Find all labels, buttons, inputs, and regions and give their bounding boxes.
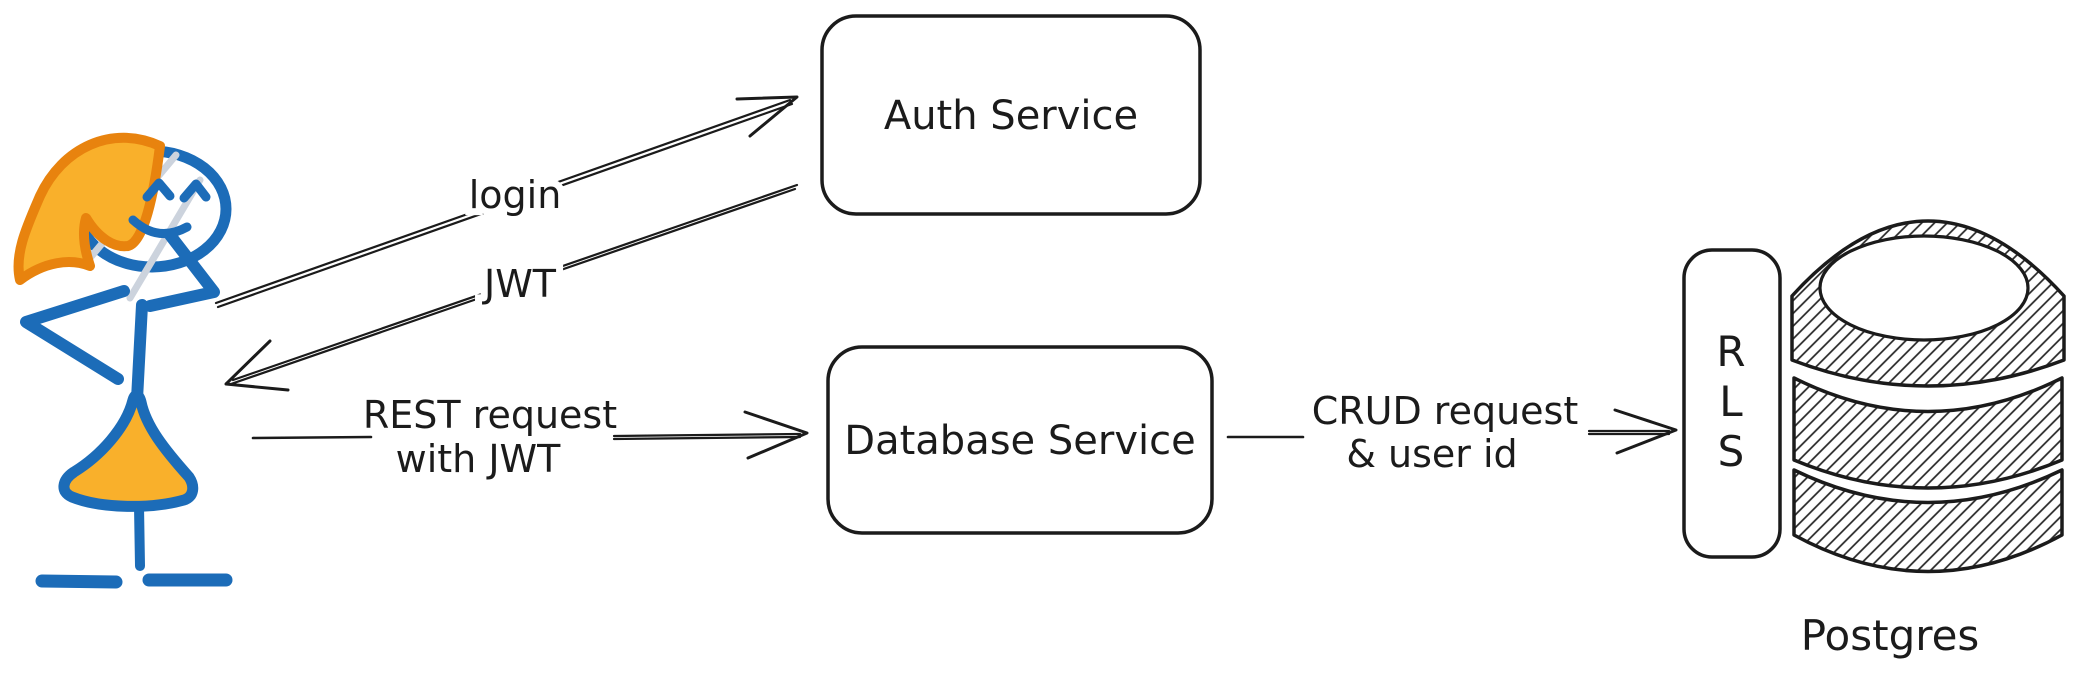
jwt-arrow [224,183,799,392]
actor-dress [58,389,199,512]
auth-service-label: Auth Service [884,93,1138,139]
actor-smile [128,215,192,239]
actor-hair [13,132,165,285]
rest-arrowhead [743,410,809,460]
rls-box [1682,248,1782,559]
rls-node: R L S [1682,248,1782,559]
actor-leg [134,501,145,571]
login-arrowhead [735,95,799,138]
postgres-db-bottom-band [1792,468,2064,574]
rest-request-label-line2: with JWT [396,437,561,481]
jwt-arrow-label: JWT [482,262,557,306]
actor-left-arm [20,285,130,385]
auth-service-node: Auth Service [820,14,1202,216]
actor-left-eye [142,178,175,202]
login-arrow-label: login [469,173,562,217]
rest-request-arrow [251,410,809,460]
actor-right-arm [144,229,220,312]
database-service-node: Database Service [826,345,1214,535]
database-service-box [826,345,1214,535]
postgres-db-opening [1818,234,2030,342]
crud-arrowhead [1613,408,1678,455]
rls-letter-s: S [1718,427,1745,476]
crud-request-arrow [1226,408,1678,455]
rls-letter-r: R [1716,327,1745,376]
postgres-db-middle-band [1792,376,2064,490]
user-actor-icon [13,132,233,589]
crud-request-label-line2: & user id [1346,432,1517,476]
actor-right-eye [179,179,211,203]
rest-request-label-line1: REST request [363,393,617,437]
postgres-database-icon [1790,219,2066,574]
login-arrow [214,95,799,309]
crud-request-label-line1: CRUD request [1312,389,1579,433]
postgres-label: Postgres [1801,611,1980,660]
rls-letter-l: L [1719,377,1743,426]
database-service-label: Database Service [844,418,1195,464]
auth-service-box [820,14,1202,216]
actor-left-foot [35,574,123,589]
jwt-arrowhead [224,339,290,392]
